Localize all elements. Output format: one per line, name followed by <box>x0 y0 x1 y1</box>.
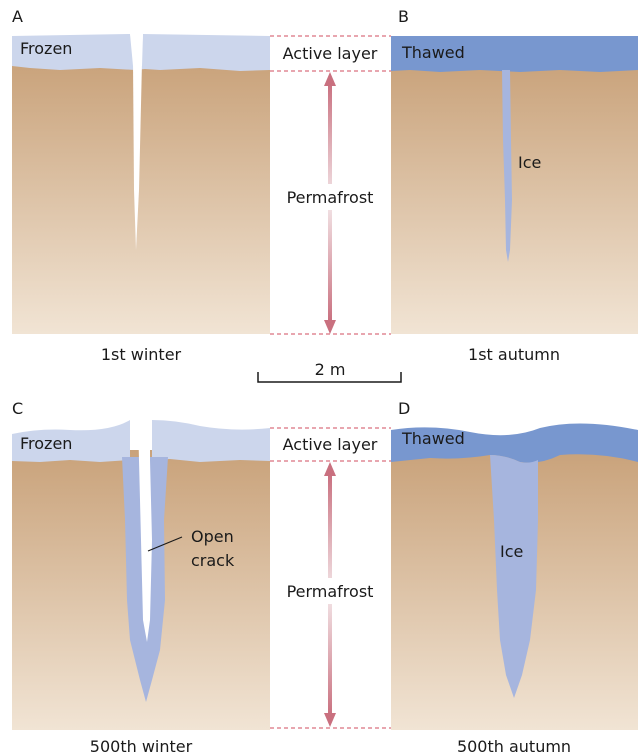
ice-wedge-d <box>490 455 538 698</box>
caption-d: 500th autumn <box>457 737 571 756</box>
panel-letter-d: D <box>398 399 410 418</box>
panel-letter-b: B <box>398 7 409 26</box>
soil-block-b <box>391 60 638 334</box>
caption-a: 1st winter <box>101 345 182 364</box>
thawed-layer-d <box>391 423 638 463</box>
panel-letter-a: A <box>12 7 23 26</box>
ice-wedge-b <box>502 70 512 262</box>
frozen-label-c: Frozen <box>20 434 72 453</box>
open-crack-c <box>138 420 152 642</box>
panel-letter-c: C <box>12 399 23 418</box>
permafrost-label-top: Permafrost <box>287 188 374 207</box>
frozen-layer-c-left <box>12 420 130 462</box>
panel-d: D Thawed Ice 500th autumn <box>391 399 638 756</box>
thawed-label-d: Thawed <box>401 429 465 448</box>
permafrost-label-bottom: Permafrost <box>287 582 374 601</box>
arrow-head-up-top <box>324 72 336 86</box>
middle-top: Active layer Permafrost <box>270 35 391 335</box>
open-crack-label-line2: crack <box>191 551 235 570</box>
frozen-label-a: Frozen <box>20 39 72 58</box>
scale-bar: 2 m <box>257 360 402 383</box>
thawed-label-b: Thawed <box>401 43 465 62</box>
arrow-head-down-bottom <box>324 713 336 727</box>
arrow-head-down-top <box>324 320 336 334</box>
caption-c: 500th winter <box>90 737 193 756</box>
caption-b: 1st autumn <box>468 345 560 364</box>
ice-label-d: Ice <box>500 542 523 561</box>
thawed-layer-b <box>391 36 638 72</box>
frozen-layer-c-right <box>152 420 270 462</box>
ice-crack-a <box>133 62 142 250</box>
arrow-head-up-bottom <box>324 462 336 476</box>
panel-a: A Frozen 1st winter <box>12 7 270 364</box>
crack-leader-line <box>147 536 183 552</box>
active-layer-label-bottom: Active layer <box>283 435 378 454</box>
active-layer-label-top: Active layer <box>283 44 378 63</box>
middle-bottom: Active layer Permafrost <box>270 427 391 729</box>
panel-c: C Frozen Open crack 500th winter <box>12 399 270 756</box>
open-crack-label-line1: Open <box>191 527 234 546</box>
scale-bar-line <box>257 372 402 383</box>
panel-b: B Thawed Ice 1st autumn <box>391 7 638 364</box>
ice-label-b: Ice <box>518 153 541 172</box>
soil-block-a <box>12 60 270 334</box>
scale-bar-label: 2 m <box>315 360 346 379</box>
crack-opening-a <box>130 34 143 66</box>
frozen-layer-a <box>12 34 270 71</box>
